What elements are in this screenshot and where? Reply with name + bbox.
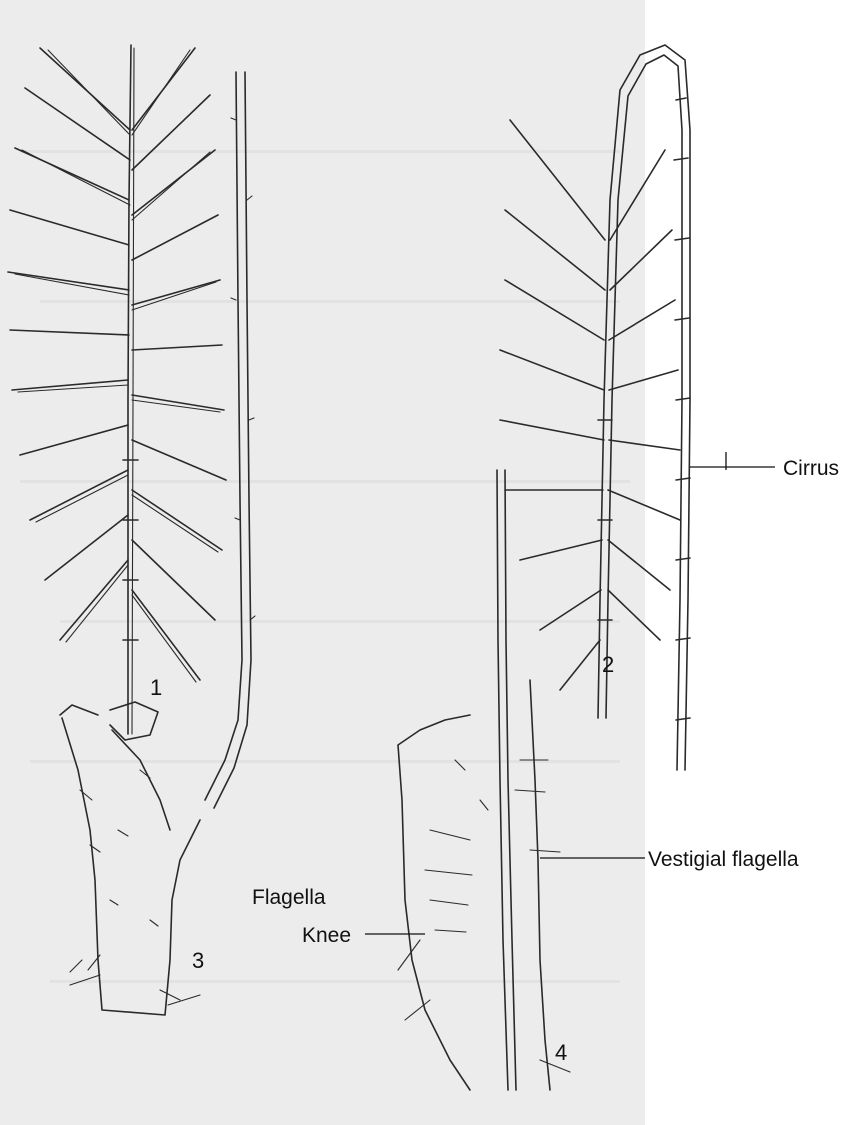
figure-number-2: 2 — [602, 652, 614, 677]
figure-number-1: 1 — [150, 675, 162, 700]
figure-number-3: 3 — [192, 948, 204, 973]
label-cirrus: Cirrus — [783, 457, 839, 480]
stem-base-drawing-3 — [60, 702, 200, 1015]
stem-base-drawing-4 — [398, 470, 570, 1090]
leaf-drawing-2 — [500, 45, 690, 770]
label-flagella: Flagella — [252, 886, 326, 909]
leaf-drawing-1 — [8, 45, 226, 734]
label-vestigial-flagella: Vestigial flagella — [648, 848, 799, 871]
figure-number-4: 4 — [555, 1040, 567, 1065]
flagellum-stem — [205, 72, 255, 808]
label-knee: Knee — [302, 924, 351, 947]
